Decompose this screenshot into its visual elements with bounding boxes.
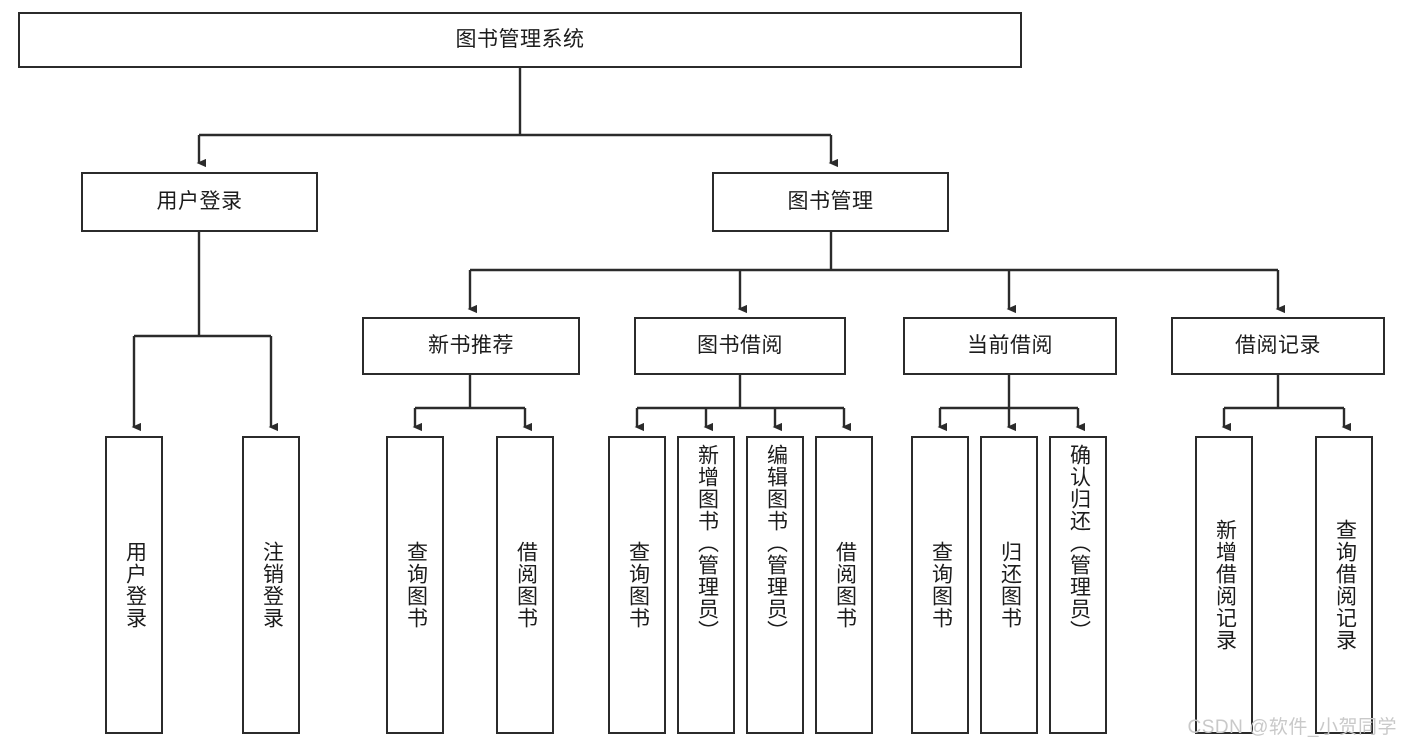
leaf-borrow-record-1[interactable]: 新增借阅记录 <box>1195 436 1253 734</box>
leaf-current-borrow-1[interactable]: 查询图书 <box>911 436 969 734</box>
node-root-label: 图书管理系统 <box>455 28 585 52</box>
leaf-user-login-1-label: 用户登录 <box>123 541 147 629</box>
node-new-book-recommend-label: 新书推荐 <box>428 334 514 358</box>
leaf-user-login-1[interactable]: 用户登录 <box>105 436 163 734</box>
node-book-borrow-label: 图书借阅 <box>697 334 783 358</box>
node-current-borrow[interactable]: 当前借阅 <box>903 317 1117 375</box>
node-new-book-recommend[interactable]: 新书推荐 <box>362 317 580 375</box>
leaf-current-borrow-2[interactable]: 归还图书 <box>980 436 1038 734</box>
node-book-management[interactable]: 图书管理 <box>712 172 949 232</box>
leaf-borrow-record-2-label: 查询借阅记录 <box>1333 519 1357 651</box>
leaf-new-book-2-label: 借阅图书 <box>514 541 538 629</box>
node-borrow-record[interactable]: 借阅记录 <box>1171 317 1385 375</box>
node-book-borrow[interactable]: 图书借阅 <box>634 317 846 375</box>
node-book-management-label: 图书管理 <box>787 190 874 214</box>
node-root[interactable]: 图书管理系统 <box>18 12 1022 68</box>
node-user-login[interactable]: 用户登录 <box>81 172 318 232</box>
leaf-book-borrow-1[interactable]: 查询图书 <box>608 436 666 734</box>
leaf-book-borrow-4[interactable]: 借阅图书 <box>815 436 873 734</box>
leaf-borrow-record-2[interactable]: 查询借阅记录 <box>1315 436 1373 734</box>
leaf-book-borrow-1-label: 查询图书 <box>626 541 650 629</box>
leaf-new-book-1[interactable]: 查询图书 <box>386 436 444 734</box>
leaf-current-borrow-2-label: 归还图书 <box>998 541 1022 629</box>
leaf-book-borrow-2-label: 新增图书（管理员） <box>695 444 719 642</box>
leaf-book-borrow-2[interactable]: 新增图书（管理员） <box>677 436 735 734</box>
leaf-user-login-2-label: 注销登录 <box>260 541 284 629</box>
leaf-user-login-2[interactable]: 注销登录 <box>242 436 300 734</box>
leaf-new-book-2[interactable]: 借阅图书 <box>496 436 554 734</box>
node-borrow-record-label: 借阅记录 <box>1235 334 1321 358</box>
leaf-book-borrow-3[interactable]: 编辑图书（管理员） <box>746 436 804 734</box>
leaf-new-book-1-label: 查询图书 <box>404 541 428 629</box>
node-user-login-label: 用户登录 <box>156 190 243 214</box>
leaf-book-borrow-3-label: 编辑图书（管理员） <box>764 444 788 642</box>
leaf-borrow-record-1-label: 新增借阅记录 <box>1213 519 1237 651</box>
node-current-borrow-label: 当前借阅 <box>967 334 1053 358</box>
leaf-current-borrow-3-label: 确认归还（管理员） <box>1067 444 1091 642</box>
leaf-book-borrow-4-label: 借阅图书 <box>833 541 857 629</box>
leaf-current-borrow-3[interactable]: 确认归还（管理员） <box>1049 436 1107 734</box>
leaf-current-borrow-1-label: 查询图书 <box>929 541 953 629</box>
csdn-watermark: CSDN @软件_小贺同学 <box>1187 717 1397 738</box>
